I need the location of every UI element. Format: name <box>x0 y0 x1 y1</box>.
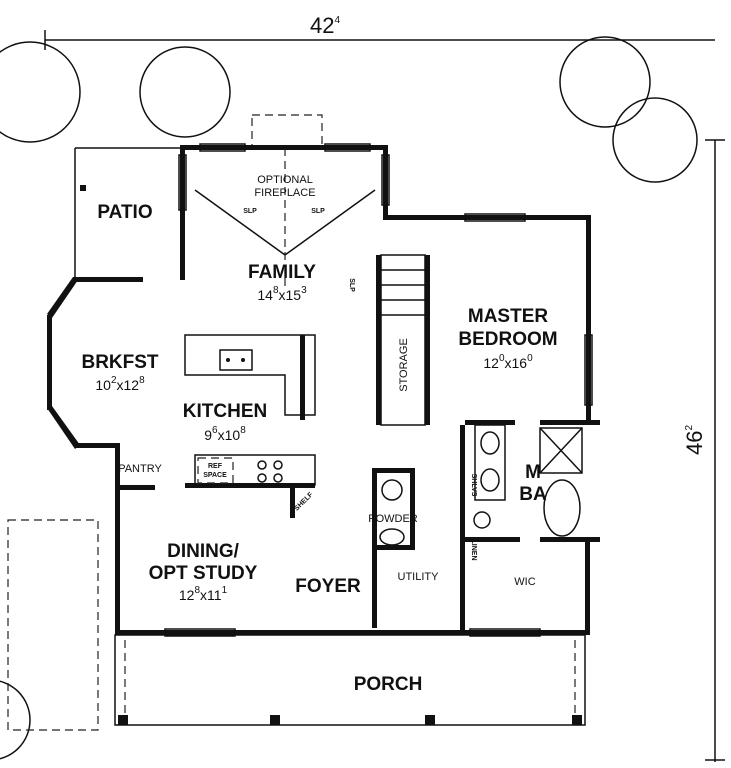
shelf-label: SHELF <box>293 491 315 513</box>
tree <box>559 36 651 128</box>
room-label-mba: BA <box>519 484 547 505</box>
tree <box>0 680 31 760</box>
tree <box>612 97 698 183</box>
room-label-family: FAMILY <box>248 262 316 283</box>
room-size-master: 120x160 <box>483 353 533 371</box>
room-label-dining: DINING/ <box>167 541 240 562</box>
tree <box>0 41 81 143</box>
ref-space-label: SPACE <box>203 472 227 479</box>
room-size-brkfst: 102x128 <box>95 375 145 393</box>
slp-note: SLP <box>243 208 257 215</box>
slp-note: SLP <box>311 208 325 215</box>
ref-space-label: REF <box>208 463 223 470</box>
windows <box>164 143 593 637</box>
room-size-kitchen: 96x108 <box>204 425 246 443</box>
room-label-utility: UTILITY <box>398 571 440 583</box>
stairs <box>381 269 425 316</box>
dimension-lines: 424 462 <box>44 13 725 762</box>
walls <box>47 145 600 635</box>
room-label-foyer: FOYER <box>295 576 361 597</box>
room-size-dining: 128x111 <box>179 585 228 603</box>
width-dimension: 424 <box>310 13 340 38</box>
room-size-family: 148x153 <box>257 285 307 303</box>
room-label-kitchen: KITCHEN <box>183 401 267 422</box>
room-label-master: BEDROOM <box>458 329 557 350</box>
shelves-label: SHLVS <box>470 474 477 497</box>
porch-posts <box>118 715 582 725</box>
cooktop <box>257 460 283 483</box>
trees <box>0 36 698 760</box>
depth-dimension: 462 <box>682 425 707 455</box>
linen-label: LINEN <box>470 540 477 561</box>
room-label-porch: PORCH <box>354 674 423 695</box>
tree <box>139 46 231 138</box>
room-label-dining: OPT STUDY <box>149 563 258 584</box>
room-label-wic: WIC <box>514 576 535 588</box>
room-label-brkfst: BRKFST <box>81 352 158 373</box>
room-label-patio: PATIO <box>97 202 152 223</box>
room-label-master: MASTER <box>468 306 549 327</box>
room-label-powder: POWDER <box>368 513 418 525</box>
fireplace-label: OPTIONAL <box>257 174 313 186</box>
room-label-pantry: PANTRY <box>118 463 162 475</box>
fireplace-label: FIREPLACE <box>254 187 315 199</box>
room-label-mba: M <box>525 462 541 483</box>
storage-label: STORAGE <box>398 338 410 392</box>
slp-note: SLP <box>348 278 355 292</box>
